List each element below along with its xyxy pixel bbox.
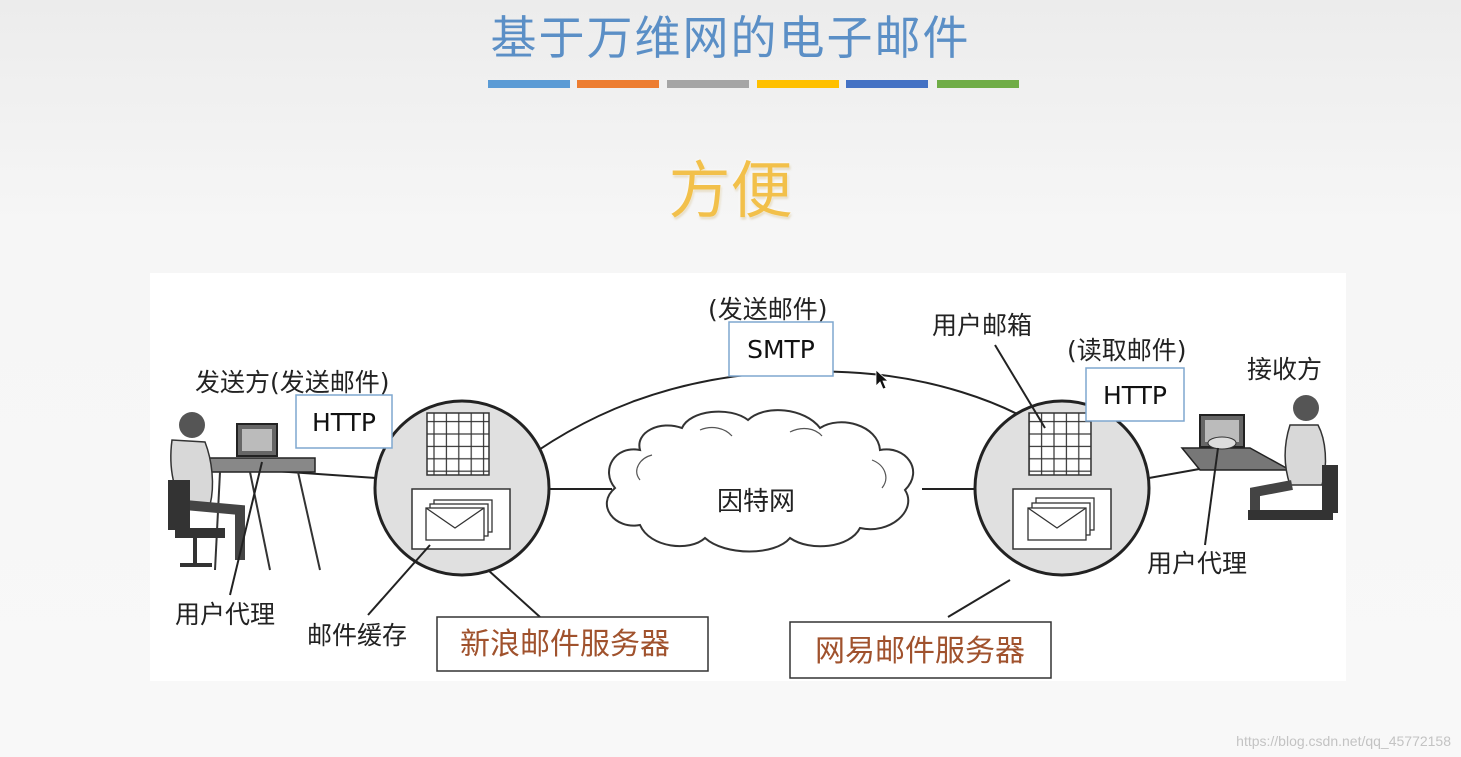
receiver-agent-label: 用户代理 [1147,549,1247,578]
receiver-mail-server [973,399,1151,577]
transfer-label: (发送邮件) [708,295,828,324]
diagram-panel: 因特网 [150,273,1346,681]
receiver-envelope-icon [1027,497,1095,541]
smtp-box: SMTP [728,321,834,377]
color-bar-5 [846,80,928,88]
sender-label: 发送方(发送邮件) [195,368,390,397]
mouse-cursor-icon [875,369,890,390]
receiver-person-computer-icon [1180,395,1338,520]
label-pointers [229,344,1219,618]
color-bar-4 [757,80,839,88]
receiver-http-label: HTTP [1103,381,1167,410]
color-bar-3 [667,80,749,88]
sender-mail-server [373,399,551,577]
read-label: (读取邮件) [1067,336,1187,365]
sender-envelope-icon [425,499,493,541]
mailbox-label: 用户邮箱 [932,311,1032,340]
sender-agent-label: 用户代理 [175,600,275,629]
color-bar-6 [937,80,1019,88]
mail-cache-label: 邮件缓存 [307,621,407,650]
netease-server-box: 网易邮件服务器 [789,621,1052,679]
watermark-url: https://blog.csdn.net/qq_45772158 [1236,733,1451,749]
internet-cloud-icon [605,409,915,553]
slide-title: 基于万维网的电子邮件 [490,11,971,65]
netease-server-label: 网易邮件服务器 [815,634,1025,669]
sender-mailbox-grid-icon [426,412,490,476]
sina-server-box: 新浪邮件服务器 [436,616,709,672]
sender-http-label: HTTP [312,408,376,437]
email-web-diagram: 因特网 [168,295,1338,679]
color-bar-2 [577,80,659,88]
slide-subtitle: 方便 [668,154,793,227]
color-bar-1 [488,80,570,88]
receiver-mailbox-grid-icon [1028,412,1092,476]
sender-person-computer-icon [168,412,321,571]
internet-label: 因特网 [717,487,795,517]
receiver-label: 接收方 [1247,355,1322,384]
receiver-http-box: HTTP [1085,367,1185,422]
smtp-label: SMTP [747,335,815,364]
sina-server-label: 新浪邮件服务器 [460,627,670,662]
sender-http-box: HTTP [295,394,393,449]
